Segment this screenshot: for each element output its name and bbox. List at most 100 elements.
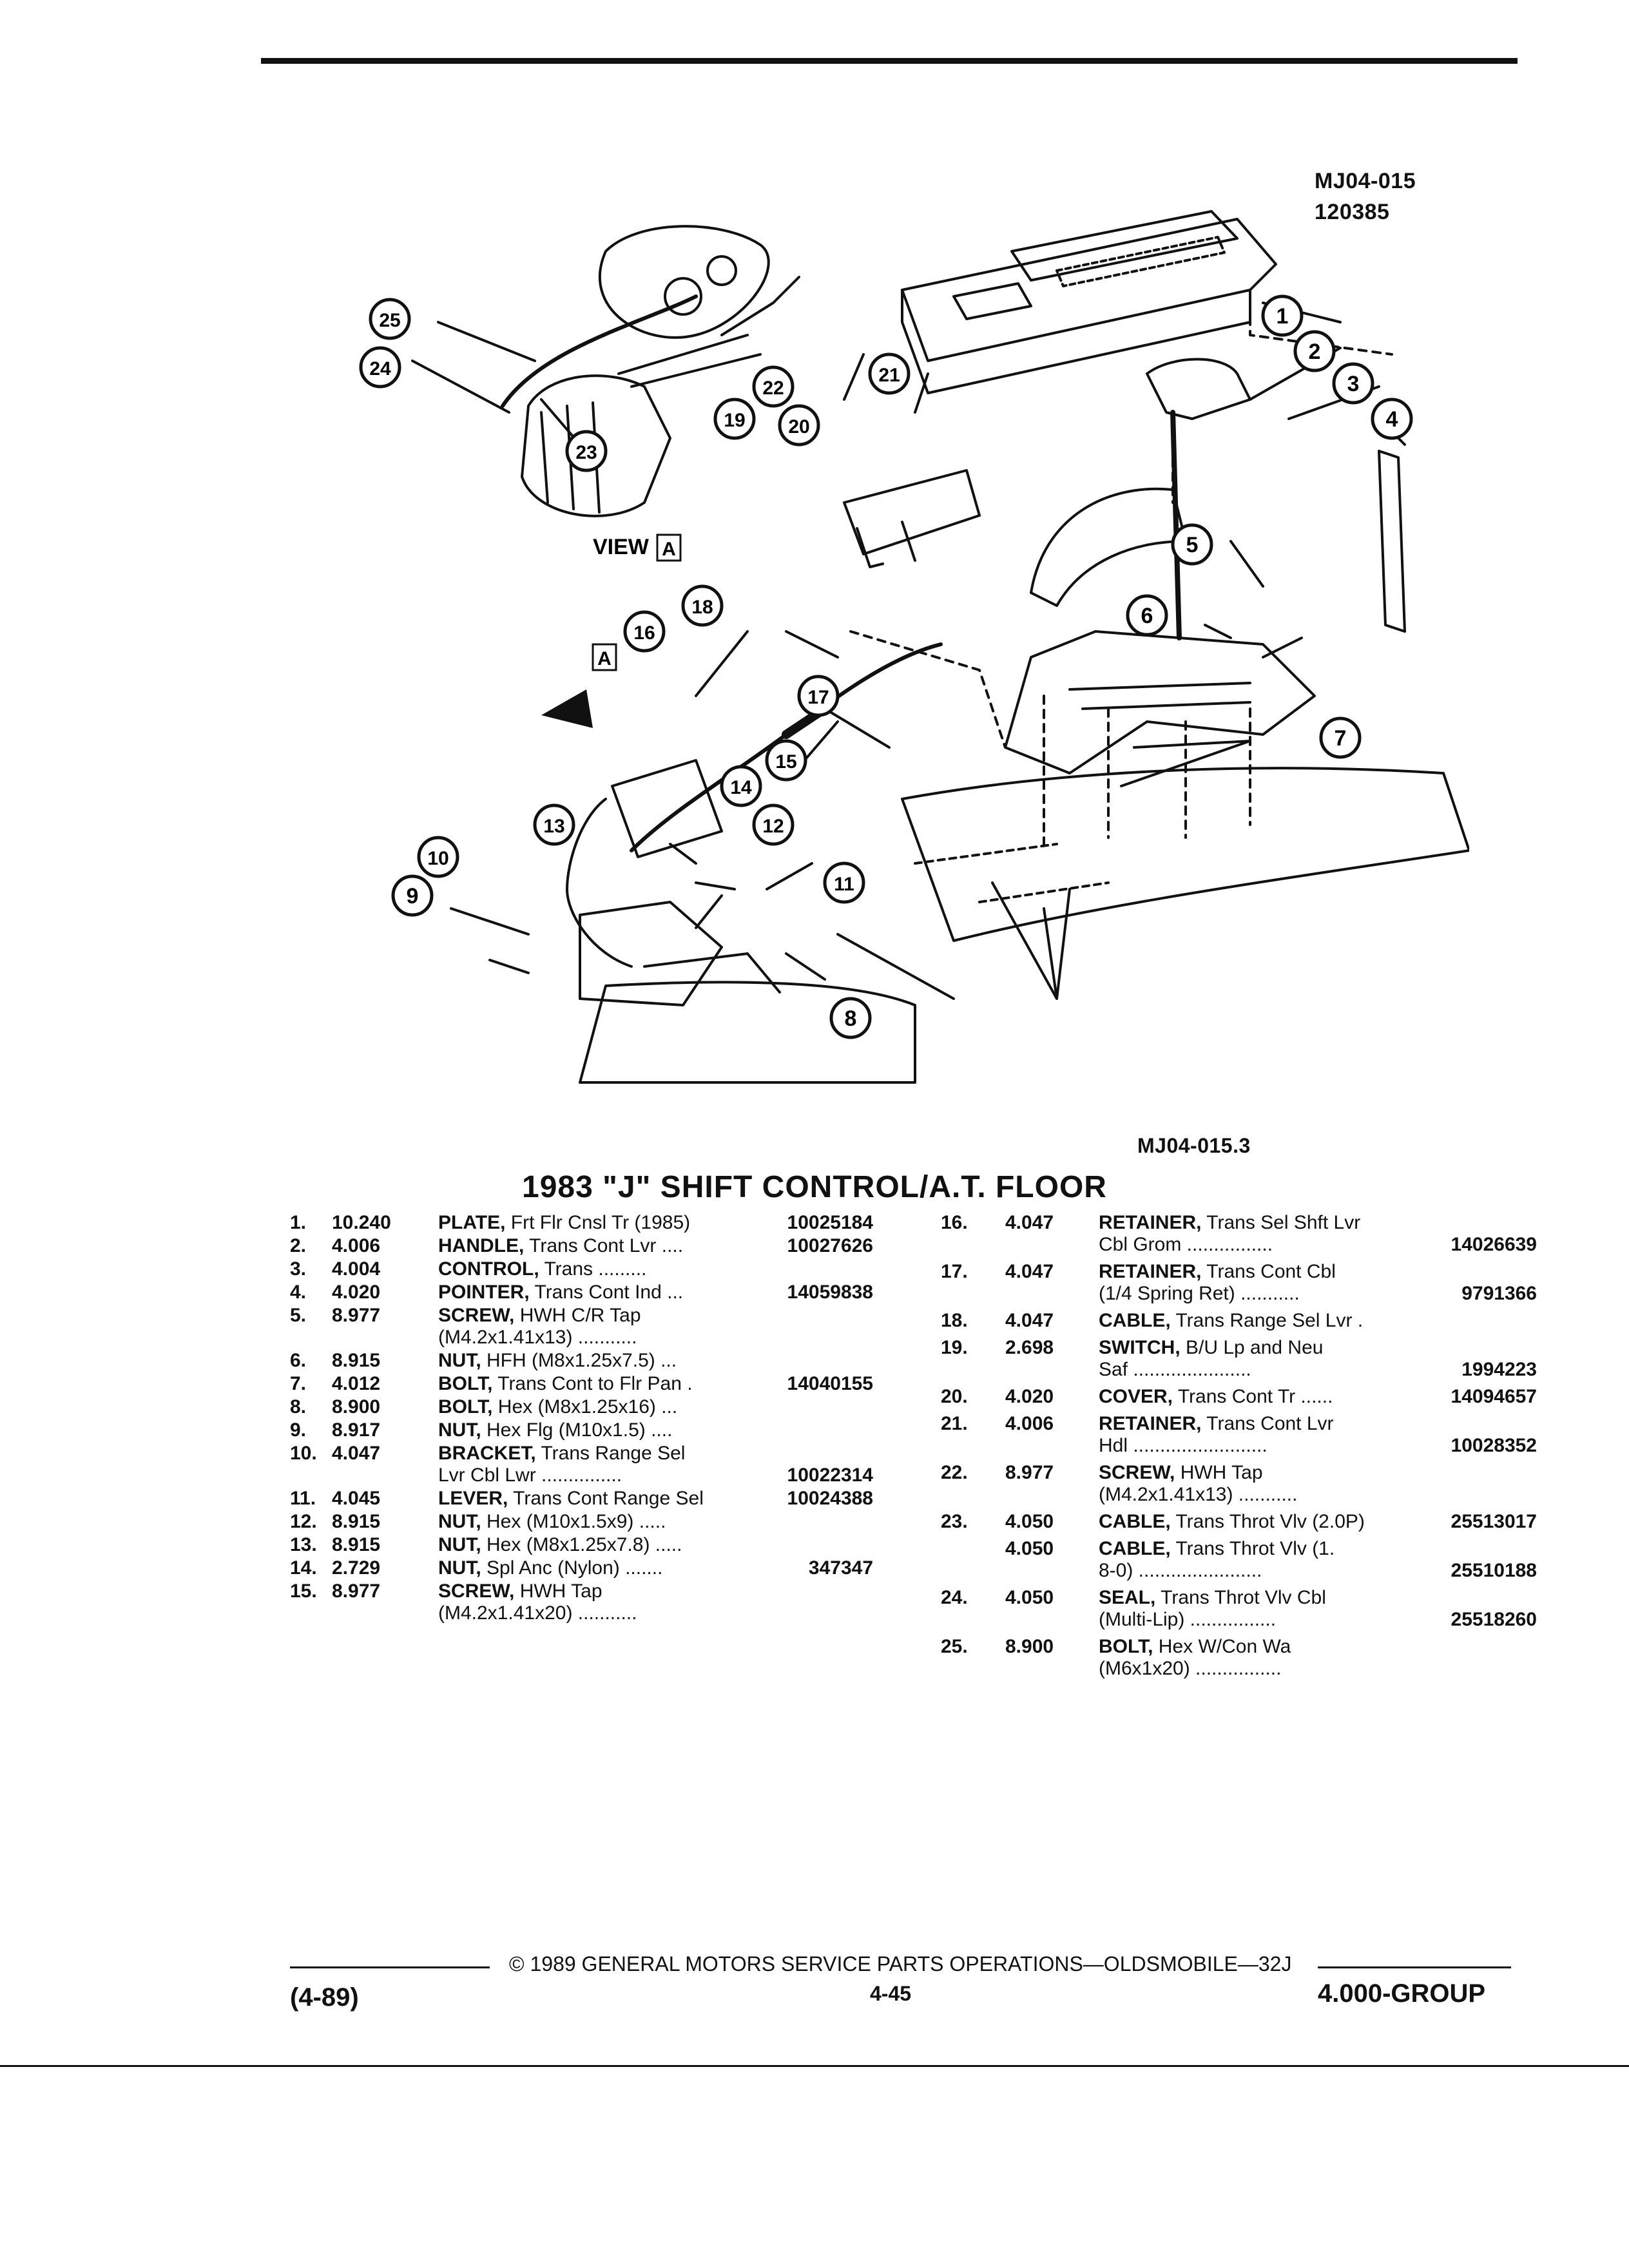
group-number: 4.012 bbox=[332, 1373, 381, 1394]
part-name: SCREW, bbox=[1099, 1462, 1175, 1483]
view-label: VIEW bbox=[593, 535, 650, 559]
callout-number: 1 bbox=[1277, 304, 1289, 329]
group-number: 4.047 bbox=[1005, 1212, 1054, 1233]
part-name: SCREW, bbox=[438, 1305, 515, 1326]
part-name: RETAINER, bbox=[1099, 1413, 1202, 1434]
part-description: CABLE, Trans Range Sel Lvr . bbox=[1099, 1309, 1363, 1332]
part-name: RETAINER, bbox=[1099, 1212, 1202, 1233]
part-index: 2. bbox=[290, 1235, 307, 1256]
callout-number: 2 bbox=[1309, 340, 1321, 364]
part-number: 14026639 bbox=[1451, 1234, 1537, 1255]
group-number: 2.698 bbox=[1005, 1337, 1054, 1358]
part-description: NUT, Hex (M10x1.5x9) ..... bbox=[438, 1510, 666, 1533]
part-index: 22. bbox=[941, 1462, 968, 1483]
part-description-continued: (M4.2x1.41x20) ........... bbox=[438, 1602, 637, 1624]
part-description: RETAINER, Trans Sel Shft Lvr bbox=[1099, 1211, 1360, 1235]
part-name: LEVER, bbox=[438, 1488, 508, 1509]
part-name: BRACKET, bbox=[438, 1443, 536, 1464]
part-name: NUT, bbox=[438, 1534, 481, 1555]
part-detail: B/U Lp and Neu bbox=[1180, 1337, 1324, 1358]
group-number: 8.977 bbox=[332, 1581, 381, 1602]
callout-number: 13 bbox=[543, 816, 564, 837]
part-name: RETAINER, bbox=[1099, 1261, 1202, 1282]
part-detail: Trans Throt Vlv Cbl bbox=[1155, 1587, 1326, 1608]
callout-1: 1 bbox=[1261, 294, 1304, 337]
group-number: 4.020 bbox=[1005, 1386, 1054, 1407]
callout-7: 7 bbox=[1319, 716, 1362, 759]
part-description-continued: 8-0) ....................... bbox=[1099, 1560, 1262, 1581]
callout-number: 23 bbox=[575, 442, 597, 463]
part-name: PLATE, bbox=[438, 1212, 506, 1233]
callout-12: 12 bbox=[752, 803, 795, 846]
part-name: SEAL, bbox=[1099, 1587, 1156, 1608]
callout-9: 9 bbox=[391, 874, 434, 917]
callout-number: 17 bbox=[807, 687, 829, 708]
callout-24: 24 bbox=[359, 346, 401, 389]
callout-number: 8 bbox=[845, 1006, 857, 1031]
part-name: NUT, bbox=[438, 1419, 481, 1441]
part-description: HANDLE, Trans Cont Lvr .... bbox=[438, 1235, 683, 1258]
group-number: 4.050 bbox=[1005, 1587, 1054, 1608]
part-name: BOLT, bbox=[438, 1373, 493, 1394]
part-index: 4. bbox=[290, 1282, 307, 1303]
part-number: 10027626 bbox=[787, 1235, 873, 1256]
top-rule bbox=[261, 58, 1518, 64]
part-index: 16. bbox=[941, 1212, 968, 1233]
part-detail: Trans Sel Shft Lvr bbox=[1201, 1212, 1361, 1233]
part-description-continued: Lvr Cbl Lwr ............... bbox=[438, 1465, 622, 1486]
part-detail: Hex Flg (M10x1.5) .... bbox=[481, 1419, 673, 1441]
part-detail: Trans Throt Vlv (1. bbox=[1170, 1538, 1335, 1559]
part-detail: Trans Range Sel bbox=[535, 1443, 686, 1464]
callout-number: 12 bbox=[762, 816, 784, 837]
part-number: 1994223 bbox=[1461, 1359, 1537, 1380]
part-number: 10025184 bbox=[787, 1212, 873, 1233]
part-description: SCREW, HWH C/R Tap bbox=[438, 1304, 641, 1327]
callout-number: 5 bbox=[1186, 533, 1199, 557]
part-index: 13. bbox=[290, 1534, 317, 1555]
bottom-rule bbox=[0, 2065, 1629, 2067]
part-row: 16. 4.047 RETAINER, Trans Sel Shft Lvr bbox=[0, 1211, 1629, 1235]
part-description-continued: (M4.2x1.41x13) ........... bbox=[438, 1327, 637, 1348]
callout-14: 14 bbox=[720, 765, 762, 807]
engine-drawing bbox=[521, 225, 800, 517]
page-number: 4-45 bbox=[870, 1982, 912, 2005]
part-name: NUT, bbox=[438, 1511, 481, 1532]
part-description: SEAL, Trans Throt Vlv Cbl bbox=[1099, 1586, 1326, 1610]
part-detail: Trans Cont Cbl bbox=[1201, 1261, 1336, 1282]
callout-5: 5 bbox=[1171, 523, 1213, 566]
part-name: SWITCH, bbox=[1099, 1337, 1181, 1358]
part-number: 14094657 bbox=[1451, 1386, 1537, 1407]
console-plate-drawing bbox=[901, 210, 1277, 394]
part-description: RETAINER, Trans Cont Cbl bbox=[1099, 1260, 1336, 1283]
group-number: 4.047 bbox=[1005, 1261, 1054, 1282]
callout-6: 6 bbox=[1126, 594, 1168, 637]
part-name: SCREW, bbox=[438, 1581, 515, 1602]
part-detail: Trans Cont Range Sel bbox=[508, 1488, 704, 1509]
part-detail: Trans Cont Ind ... bbox=[529, 1282, 684, 1303]
part-description: BRACKET, Trans Range Sel bbox=[438, 1442, 685, 1465]
footer-rule-left bbox=[290, 1966, 490, 1968]
part-description: NUT, Hex Flg (M10x1.5) .... bbox=[438, 1419, 672, 1442]
callout-18: 18 bbox=[681, 584, 724, 627]
callout-17: 17 bbox=[797, 675, 840, 717]
part-detail: Trans Cont Lvr .... bbox=[524, 1235, 684, 1256]
group-number: 4.004 bbox=[332, 1258, 381, 1280]
group-number: 4.006 bbox=[332, 1235, 381, 1256]
group-number: 4.020 bbox=[332, 1282, 381, 1303]
callout-2: 2 bbox=[1293, 330, 1336, 372]
revision: (4-89) bbox=[290, 1983, 359, 2012]
